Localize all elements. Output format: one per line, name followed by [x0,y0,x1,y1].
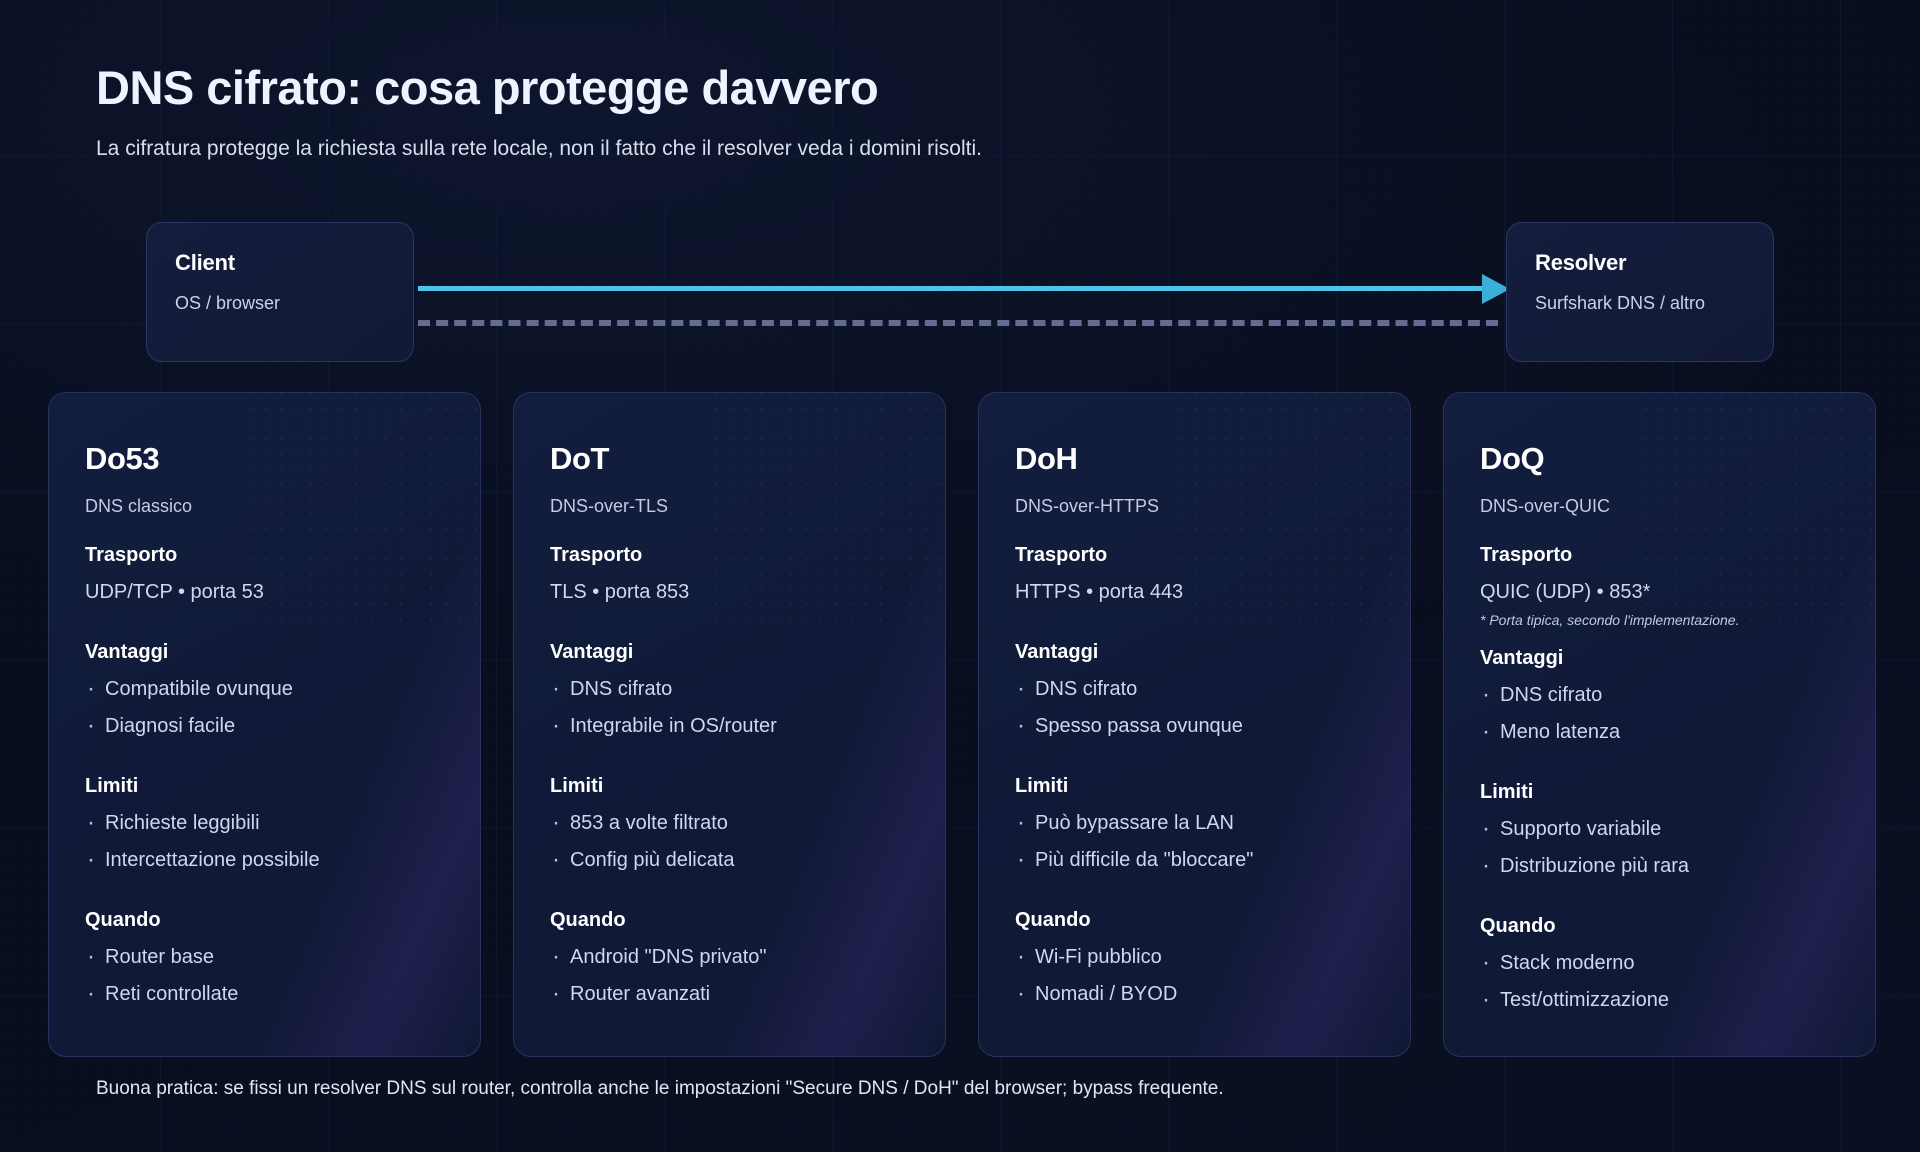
transport-value: UDP/TCP • porta 53 [85,581,264,603]
page-subtitle: La cifratura protegge la richiesta sulla… [96,137,982,160]
transport-value: HTTPS • porta 443 [1015,581,1184,603]
section-heading-limiti: Limiti [1480,781,1534,803]
limiti-list: Richieste leggibili Intercettazione poss… [85,809,444,874]
card-subtitle: DNS-over-TLS [550,496,669,516]
list-item: Reti controllate [85,980,444,1008]
limiti-list: 853 a volte filtrato Config più delicata [550,809,909,874]
vantaggi-list: DNS cifrato Meno latenza [1480,681,1839,746]
list-item: Router base [85,943,444,971]
list-item: Compatibile ovunque [85,675,444,703]
quando-list: Router base Reti controllate [85,943,444,1008]
limiti-list: Può bypassare la LAN Più difficile da "b… [1015,809,1374,874]
card-subtitle: DNS-over-QUIC [1480,496,1611,516]
section-heading-limiti: Limiti [85,775,139,797]
client-node-subtitle: OS / browser [175,293,281,313]
quando-list: Android "DNS privato" Router avanzati [550,943,909,1008]
vantaggi-list: Compatibile ovunque Diagnosi facile [85,675,444,740]
resolver-node-title: Resolver [1535,250,1627,275]
list-item: Router avanzati [550,980,909,1008]
vantaggi-list: DNS cifrato Integrabile in OS/router [550,675,909,740]
section-heading-quando: Quando [1015,909,1091,931]
list-item: Config più delicata [550,846,909,874]
section-heading-limiti: Limiti [550,775,604,797]
header: DNS cifrato: cosa protegge davvero La ci… [96,60,1696,161]
list-item: Può bypassare la LAN [1015,809,1374,837]
quando-list: Wi-Fi pubblico Nomadi / BYOD [1015,943,1374,1008]
query-arrow-head-icon [1482,274,1510,304]
card-title: DoH [1015,441,1078,476]
section-heading-vantaggi: Vantaggi [85,641,169,663]
card-subtitle: DNS-over-HTTPS [1015,496,1160,516]
protocol-cards: Do53 DNS classico Trasporto UDP/TCP • po… [48,392,1876,1057]
query-arrow-line [418,286,1488,291]
protocol-card: DoH DNS-over-HTTPS Trasporto HTTPS • por… [978,392,1411,1057]
section-heading-trasporto: Trasporto [1480,544,1573,566]
transport-value: QUIC (UDP) • 853* [1480,581,1651,603]
card-subtitle: DNS classico [85,496,193,516]
section-heading-trasporto: Trasporto [1015,544,1108,566]
protocol-card: DoT DNS-over-TLS Trasporto TLS • porta 8… [513,392,946,1057]
footer-note: Buona pratica: se fissi un resolver DNS … [96,1078,1224,1099]
list-item: Test/ottimizzazione [1480,986,1839,1014]
flow-connectors [0,222,1920,362]
list-item: Richieste leggibili [85,809,444,837]
list-item: Meno latenza [1480,718,1839,746]
list-item: Più difficile da "bloccare" [1015,846,1374,874]
protocol-card: DoQ DNS-over-QUIC Trasporto QUIC (UDP) •… [1443,392,1876,1057]
list-item: Intercettazione possibile [85,846,444,874]
resolver-node: Resolver Surfshark DNS / altro [1506,222,1774,362]
section-heading-trasporto: Trasporto [550,544,643,566]
list-item: Supporto variabile [1480,815,1839,843]
list-item: 853 a volte filtrato [550,809,909,837]
list-item: Spesso passa ovunque [1015,712,1374,740]
section-heading-vantaggi: Vantaggi [550,641,634,663]
page-title: DNS cifrato: cosa protegge davvero [96,61,879,114]
section-heading-trasporto: Trasporto [85,544,178,566]
quando-list: Stack moderno Test/ottimizzazione [1480,949,1839,1014]
card-title: DoT [550,441,610,476]
section-heading-vantaggi: Vantaggi [1480,647,1564,669]
list-item: Diagnosi facile [85,712,444,740]
client-node: Client OS / browser [146,222,414,362]
section-heading-vantaggi: Vantaggi [1015,641,1099,663]
list-item: Android "DNS privato" [550,943,909,971]
list-item: Nomadi / BYOD [1015,980,1374,1008]
transport-footnote: * Porta tipica, secondo l'implementazion… [1480,612,1740,628]
section-heading-limiti: Limiti [1015,775,1069,797]
flow-diagram: Client OS / browser Resolver Surfshark D… [0,222,1920,362]
card-title: DoQ [1480,441,1545,476]
section-heading-quando: Quando [85,909,161,931]
transport-value: TLS • porta 853 [550,581,690,603]
client-node-title: Client [175,250,235,275]
section-heading-quando: Quando [550,909,626,931]
protocol-card: Do53 DNS classico Trasporto UDP/TCP • po… [48,392,481,1057]
list-item: Wi-Fi pubblico [1015,943,1374,971]
limiti-list: Supporto variabile Distribuzione più rar… [1480,815,1839,880]
resolver-node-subtitle: Surfshark DNS / altro [1535,293,1706,313]
list-item: Distribuzione più rara [1480,852,1839,880]
vantaggi-list: DNS cifrato Spesso passa ovunque [1015,675,1374,740]
section-heading-quando: Quando [1480,915,1556,937]
list-item: Stack moderno [1480,949,1839,977]
card-title: Do53 [85,441,160,476]
list-item: DNS cifrato [550,675,909,703]
list-item: DNS cifrato [1015,675,1374,703]
response-dashed-line [418,320,1498,326]
list-item: DNS cifrato [1480,681,1839,709]
list-item: Integrabile in OS/router [550,712,909,740]
